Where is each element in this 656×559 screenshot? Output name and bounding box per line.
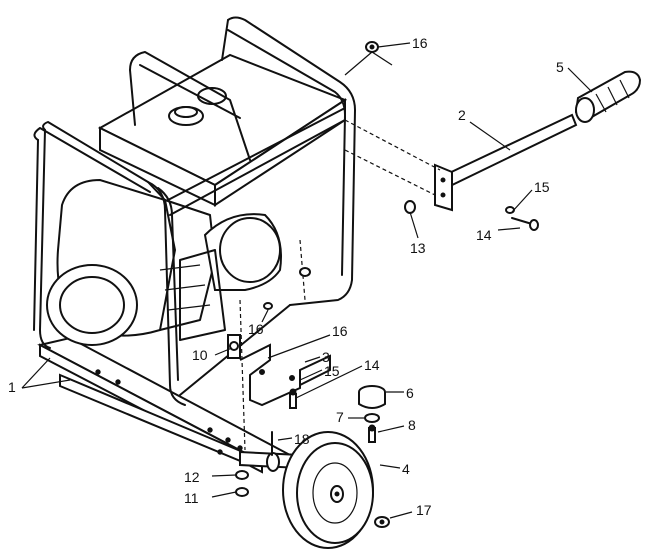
callout-4: 4 bbox=[402, 461, 410, 477]
callout-3: 3 bbox=[322, 349, 330, 365]
base-frame bbox=[37, 336, 293, 474]
callout-7: 7 bbox=[336, 409, 344, 425]
callout-18: 18 bbox=[294, 431, 310, 447]
leader-lines bbox=[21, 42, 593, 519]
mount-hardware bbox=[358, 385, 386, 443]
callout-5: 5 bbox=[556, 59, 564, 75]
small-hardware bbox=[263, 41, 539, 310]
engine bbox=[46, 53, 348, 346]
tube-frame bbox=[33, 16, 356, 406]
callout-16a: 16 bbox=[412, 35, 428, 51]
callout-13: 13 bbox=[410, 240, 426, 256]
callout-1: 1 bbox=[8, 379, 16, 395]
callout-11: 11 bbox=[184, 490, 199, 506]
callout-15b: 15 bbox=[324, 363, 340, 379]
callout-14b: 14 bbox=[364, 357, 380, 373]
callout-labels: 16 5 2 15 14 13 16 16 10 3 15 14 1 6 7 8… bbox=[8, 35, 564, 518]
bracket bbox=[227, 334, 331, 409]
callout-8: 8 bbox=[408, 417, 416, 433]
callout-16b: 16 bbox=[248, 321, 264, 337]
callout-14a: 14 bbox=[476, 227, 492, 243]
callout-16c: 16 bbox=[332, 323, 348, 339]
callout-12: 12 bbox=[184, 469, 200, 485]
callout-10: 10 bbox=[192, 347, 208, 363]
handle-assembly bbox=[434, 70, 642, 212]
wheel-assembly bbox=[235, 431, 390, 549]
callout-17: 17 bbox=[416, 502, 432, 518]
callout-15a: 15 bbox=[534, 179, 550, 195]
callout-6: 6 bbox=[406, 385, 414, 401]
callout-2: 2 bbox=[458, 107, 466, 123]
